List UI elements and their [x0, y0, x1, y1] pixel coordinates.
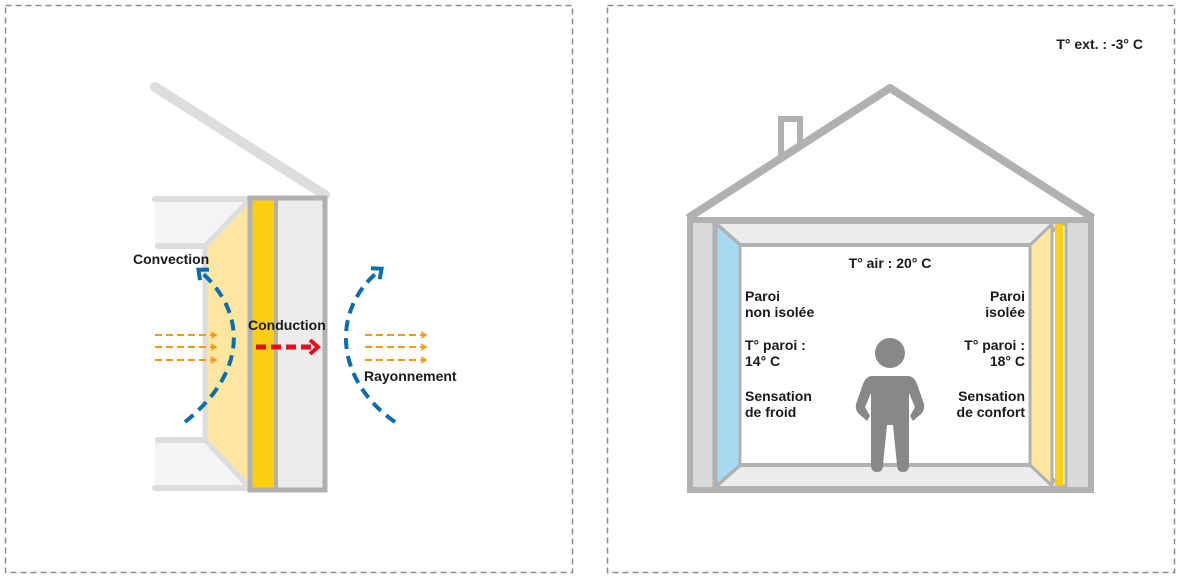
- left-wall-labels: Paroi non isolée T° paroi : 14° C Sensat…: [745, 288, 814, 420]
- masonry-layer: [277, 199, 323, 488]
- incoming-heat-arrows: [155, 331, 218, 364]
- floor: [708, 463, 1073, 490]
- svg-text:14° C: 14° C: [745, 353, 780, 369]
- svg-text:non isolée: non isolée: [745, 304, 814, 320]
- svg-text:de confort: de confort: [957, 404, 1026, 420]
- ceiling: [708, 220, 1073, 247]
- roof-line: [150, 82, 330, 200]
- cold-surface: [714, 220, 742, 490]
- right-panel-border: [606, 4, 1176, 574]
- radiation-arrow: [343, 270, 397, 424]
- insulation-strip: [1055, 224, 1063, 486]
- outgoing-heat-arrows: [365, 331, 428, 364]
- right-outer-wall: [1067, 222, 1091, 488]
- air-temperature: T° air : 20° C: [849, 255, 932, 271]
- wall-section: [150, 82, 330, 493]
- left-outer-wall: [690, 222, 714, 488]
- convection-arrow: [183, 271, 236, 424]
- svg-text:T° paroi :: T° paroi :: [745, 337, 806, 353]
- svg-text:18° C: 18° C: [990, 353, 1025, 369]
- roof: [685, 84, 1096, 222]
- right-wall-labels: Paroi isolée T° paroi : 18° C Sensation …: [957, 288, 1026, 420]
- label-radiation: Rayonnement: [364, 368, 457, 384]
- label-conduction: Conduction: [248, 317, 326, 333]
- svg-text:Sensation: Sensation: [745, 388, 812, 404]
- svg-text:isolée: isolée: [985, 304, 1025, 320]
- warm-surface: [202, 196, 253, 491]
- svg-text:Paroi: Paroi: [745, 288, 780, 304]
- person-icon: [855, 338, 925, 472]
- svg-text:Paroi: Paroi: [990, 288, 1025, 304]
- warm-surface-right: [1028, 220, 1054, 490]
- svg-text:Sensation: Sensation: [958, 388, 1025, 404]
- svg-text:T° paroi :: T° paroi :: [964, 337, 1025, 353]
- label-convection: Convection: [133, 251, 209, 267]
- insulation-layer: [252, 199, 275, 488]
- left-panel-border: [4, 4, 574, 574]
- svg-text:de froid: de froid: [745, 404, 796, 420]
- exterior-temperature: T° ext. : -3° C: [1056, 36, 1143, 52]
